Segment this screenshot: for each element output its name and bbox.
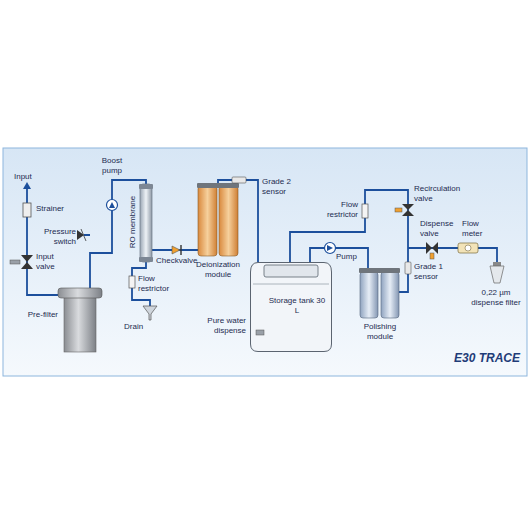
component-label: Input xyxy=(14,172,44,182)
tank-label: Storage tank 30 L xyxy=(268,296,326,316)
component-label: Input valve xyxy=(36,252,64,272)
component-label: Strainer xyxy=(36,204,76,214)
component-label: Flow restrictor xyxy=(318,200,358,220)
component-label: Checkvalve xyxy=(156,256,200,266)
component-label: Drain xyxy=(124,322,154,332)
component-label: Flow meter xyxy=(462,219,496,239)
tank-outline xyxy=(250,262,332,352)
component-label: Grade 1 sensor xyxy=(414,262,454,282)
component-label: Boost pump xyxy=(94,156,130,176)
component-label: Recirculation valve xyxy=(414,184,474,204)
component-label: 0,22 µm dispense filter xyxy=(466,288,526,308)
diagram-title: E30 TRACE xyxy=(410,351,520,365)
component-label: Pressure switch xyxy=(40,227,76,247)
component-label: Deionization module xyxy=(188,260,248,280)
component-label: Dispense valve xyxy=(420,219,460,239)
component-label: Flow restrictor xyxy=(138,274,178,294)
storage-tank: Storage tank 30 L xyxy=(250,262,332,352)
component-label: Pure water dispense xyxy=(194,316,246,336)
component-label: Pre-filter xyxy=(14,310,58,320)
component-label: Pump xyxy=(336,252,360,262)
component-label: RO membrane xyxy=(128,192,138,252)
component-label: Grade 2 sensor xyxy=(262,177,302,197)
component-label: Polishing module xyxy=(350,322,410,342)
